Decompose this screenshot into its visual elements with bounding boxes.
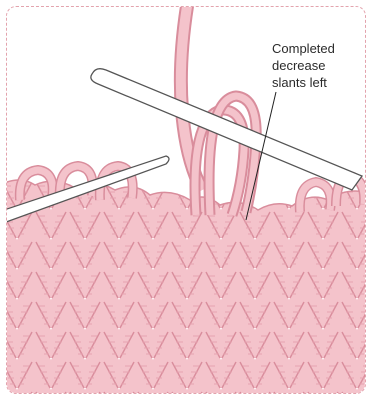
callout-line-1: Completed	[272, 40, 362, 57]
callout-line-2: decrease	[272, 57, 362, 74]
knitted-fabric	[0, 180, 374, 402]
callout-label: Completed decrease slants left	[272, 40, 362, 91]
callout-line-3: slants left	[272, 74, 362, 91]
